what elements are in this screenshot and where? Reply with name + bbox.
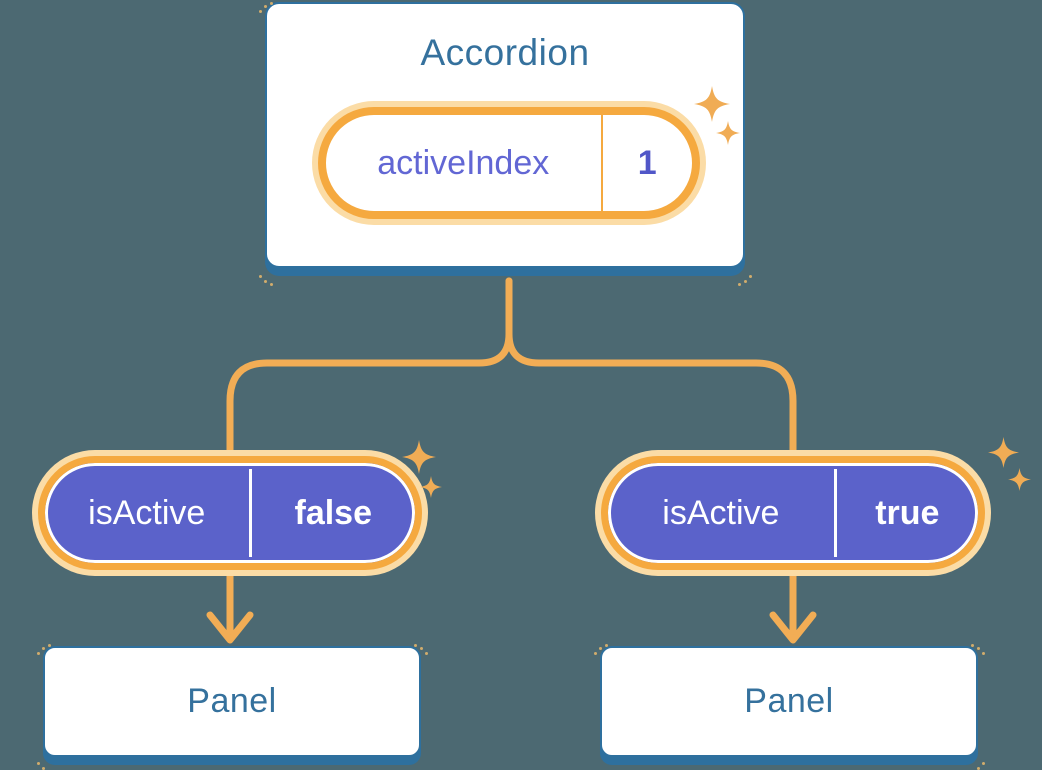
prop-value: true bbox=[875, 493, 940, 532]
prop-pill-true: isActive true bbox=[595, 450, 991, 576]
panel-box-left: Panel bbox=[43, 646, 421, 757]
panel-box-right: Panel bbox=[600, 646, 978, 757]
sparkle-icon bbox=[1008, 468, 1031, 491]
corner-dots bbox=[971, 644, 985, 655]
state-pill: activeIndex 1 bbox=[312, 101, 706, 225]
prop-name: isActive bbox=[88, 493, 206, 532]
branch-line-right bbox=[505, 277, 797, 458]
corner-dots bbox=[414, 644, 428, 655]
pill-divider bbox=[248, 469, 252, 557]
sparkle-icon bbox=[402, 440, 436, 474]
corner-dots bbox=[977, 762, 985, 770]
state-value: 1 bbox=[637, 143, 657, 182]
accordion-title: Accordion bbox=[420, 32, 590, 73]
arrowhead-left-icon bbox=[206, 611, 254, 644]
prop-pill-body: isActive true bbox=[601, 456, 985, 570]
corner-dots bbox=[259, 275, 273, 286]
corner-dots bbox=[259, 2, 273, 13]
prop-pill-false: isActive false bbox=[32, 450, 428, 576]
corner-dots bbox=[594, 644, 608, 655]
sparkle-icon bbox=[988, 437, 1019, 468]
corner-dots bbox=[37, 644, 51, 655]
branch-line-left bbox=[226, 277, 513, 458]
arrowhead-right-icon bbox=[769, 611, 817, 644]
sparkle-icon bbox=[420, 476, 442, 498]
panel-label: Panel bbox=[744, 682, 834, 720]
corner-dots bbox=[738, 275, 752, 286]
prop-pill-body: isActive false bbox=[38, 456, 422, 570]
prop-name: isActive bbox=[662, 493, 780, 532]
pill-divider bbox=[600, 115, 603, 211]
pill-divider bbox=[833, 469, 837, 557]
state-pill-body: activeIndex 1 bbox=[318, 107, 700, 219]
sparkle-icon bbox=[694, 86, 730, 122]
panel-label: Panel bbox=[187, 682, 277, 720]
state-name: activeIndex bbox=[377, 143, 550, 182]
corner-dots bbox=[37, 762, 45, 770]
prop-value: false bbox=[294, 493, 373, 532]
sparkle-icon bbox=[716, 121, 740, 145]
